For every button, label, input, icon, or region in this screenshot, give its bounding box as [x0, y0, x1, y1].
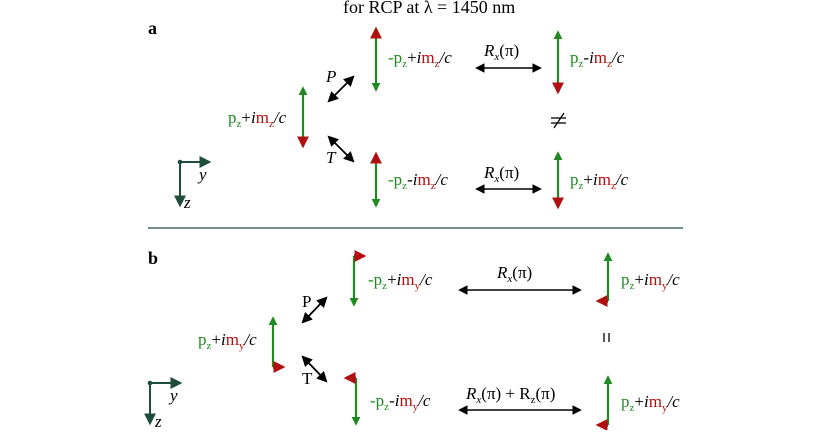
panel-b-start-vector: [268, 316, 286, 373]
panel-b-axis-z-label: z: [155, 412, 162, 431]
panel-a-label: a: [148, 18, 157, 38]
panel-b-bottom-operation: Rx(π) + Rz(π): [466, 384, 556, 406]
panel-a-axis-y-label: y: [199, 165, 207, 184]
panel-a-top-result-state: pz-imz/c: [570, 48, 625, 70]
panel-a-bottom-operation: Rx(π): [484, 163, 520, 185]
panel-a-axes-icon: [174, 156, 212, 208]
panel-b-label: b: [148, 248, 159, 268]
panel-a-top-state: -pz+imz/c: [388, 48, 452, 70]
panel-b-axes-icon: [144, 377, 183, 426]
panel-b-bottom-state: -pz-imy/c: [370, 391, 431, 413]
panel-a-parity-label: P: [326, 67, 337, 86]
panel-b-bottom-vector: [343, 372, 361, 426]
panel-b-top-state: -pz+imy/c: [368, 270, 433, 292]
panel-b-time-arrow: [301, 355, 328, 383]
panel-a-bottom-state: -pz-imz/c: [388, 170, 448, 192]
panel-a-top-operation: Rx(π): [484, 41, 520, 63]
panel-a-parity-arrow: [327, 75, 355, 103]
panel-b-time-label: T: [302, 369, 313, 388]
panel-b-parity-label: P: [302, 292, 312, 311]
panel-b-bottom-result-vector: [595, 375, 613, 430]
panel-b-axis-y-label: y: [170, 386, 178, 405]
panel-a-not-equal-sign: [551, 112, 566, 129]
panel-b-bottom-result-state: pz+imy/c: [621, 392, 680, 414]
panel-a-time-label: T: [326, 148, 336, 167]
panel-b-start-state: pz+imy/c: [198, 330, 257, 352]
panel-b-equal-sign: [603, 333, 610, 342]
panel-b-top-vector: [349, 250, 367, 307]
panel-a-start-state: pz+imz/c: [228, 108, 287, 130]
panel-a-bottom-result-state: pz+imz/c: [570, 170, 629, 192]
panel-a-time-arrow: [327, 135, 355, 163]
panel-b-top-result-state: pz+imy/c: [621, 270, 680, 292]
panel-b-parity-arrow: [301, 296, 328, 324]
panel-b-top-operation: Rx(π): [497, 263, 533, 285]
panel-b-top-result-vector: [595, 252, 613, 307]
figure-title: for RCP at λ = 1450 nm: [343, 0, 516, 17]
panel-a-axis-z-label: z: [184, 193, 191, 212]
